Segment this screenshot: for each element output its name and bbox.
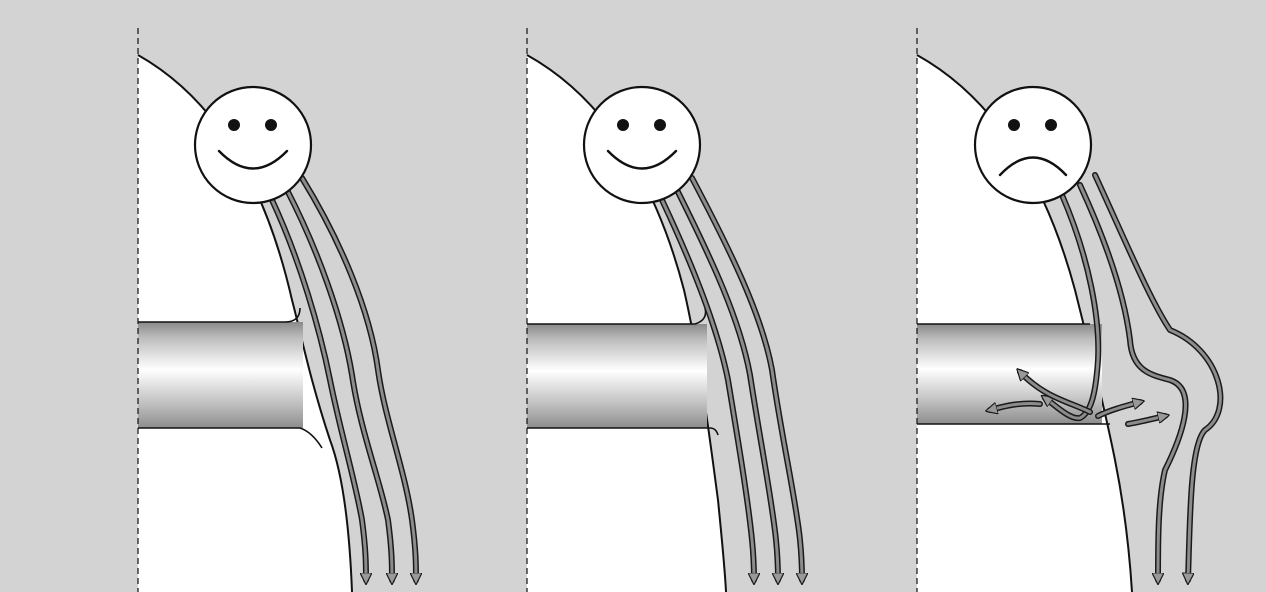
panel-2 xyxy=(526,28,802,592)
frowning-face-icon xyxy=(973,85,1093,205)
streamline-group xyxy=(269,175,416,580)
pipe xyxy=(138,322,303,428)
pipe-bottom-lip xyxy=(527,427,719,436)
smiling-face-icon xyxy=(193,85,313,205)
streamline-group xyxy=(659,175,802,580)
panel-1 xyxy=(137,28,416,592)
pipe xyxy=(527,324,707,428)
smiling-face-icon xyxy=(582,85,702,205)
pipe-top-lip xyxy=(138,307,301,323)
pipe-bottom-lip xyxy=(138,427,323,449)
pipe xyxy=(917,324,1102,424)
streamline-group xyxy=(990,172,1224,580)
panel-3 xyxy=(916,28,1224,592)
